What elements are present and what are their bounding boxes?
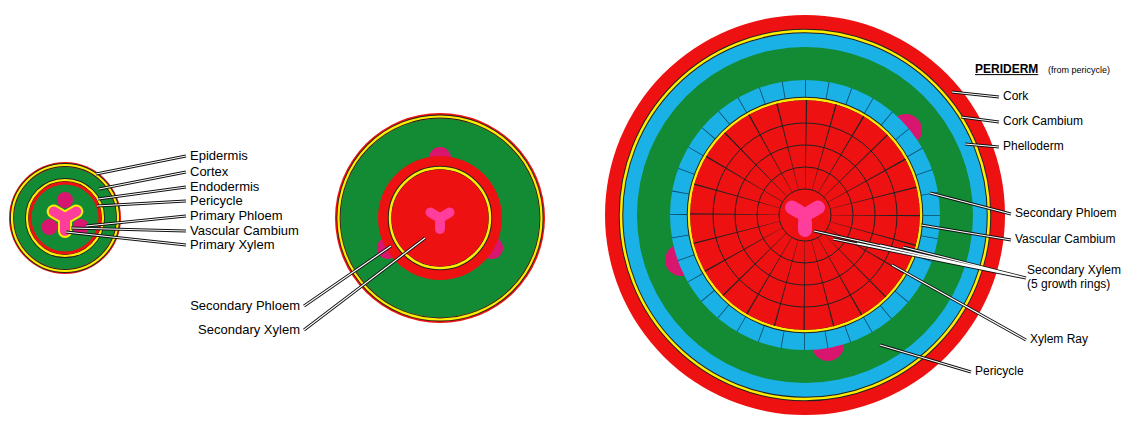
epidermis-ring [9,162,121,274]
ring-line [339,117,542,320]
xylem-star [47,205,83,236]
part-label: Pericycle [975,365,1024,379]
part-label: Secondary Phloem [190,299,300,314]
cambium-ring [689,99,921,331]
primary-root [9,162,121,274]
young-root [335,113,545,323]
part-label: Cortex [190,165,228,180]
epidermis-ring [335,113,545,323]
part-label: Phelloderm [1003,140,1064,154]
part-label: Secondary Phloem [1015,207,1116,221]
leader-line [66,92,1026,372]
mature-root [605,15,1005,415]
xylem-rays [735,145,876,286]
growth-ring [713,123,897,307]
part-label: Secondary Xylem [198,323,300,338]
part-label: Vascular Cambium [190,224,299,239]
phloem-patch [41,219,57,235]
ring-edge [689,99,921,331]
part-label: Vascular Cambium [1015,233,1115,247]
stele-ground [32,185,99,252]
part-label: Secondary Xylem (5 growth rings) [1027,264,1127,292]
secondary-xylem [690,100,920,330]
ring-edge [12,165,118,271]
ring-line [12,165,118,271]
part-label: Primary Phloem [190,209,282,224]
endodermis-ring [27,180,103,256]
growth-ring [735,145,875,285]
growth-ring [757,167,853,263]
heading-note: (from pericycle) [1048,65,1110,75]
part-label: Endodermis [190,180,259,195]
ring-edge [339,117,542,320]
xylem-star [424,206,457,234]
pericycle-ring [29,182,102,255]
cork-cambium-ring [621,31,989,399]
ring-edge [27,180,103,256]
phelloderm [623,33,988,398]
cortex [341,119,540,318]
phloem-patch [57,192,73,208]
part-label: Cork Cambium [1003,115,1083,129]
leader-line-edge [66,92,1026,372]
secondary-phloem [670,80,940,350]
pericycle-band [637,47,973,383]
part-label: Xylem Ray [1030,333,1088,347]
part-label: Pericycle [190,194,243,209]
cork [605,15,1005,415]
phloem-segments [679,89,931,341]
group-heading: PERIDERM [975,63,1038,77]
ring-edge [621,31,989,399]
cortex [14,167,116,269]
part-label: Epidermis [190,149,248,164]
part-label: Primary Xylem [190,238,275,253]
part-label: Cork [1003,90,1028,104]
